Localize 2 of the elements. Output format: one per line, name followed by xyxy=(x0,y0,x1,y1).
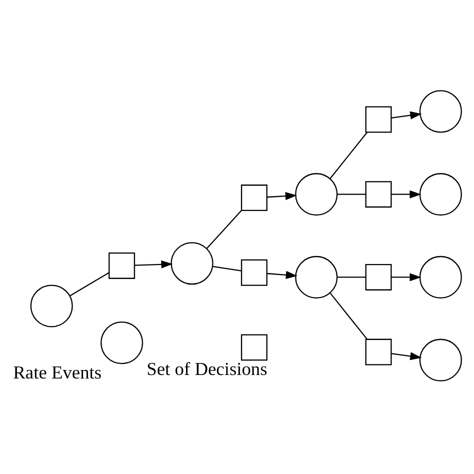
node-label: Set of Decisions xyxy=(146,358,267,378)
node-label: Rate Events xyxy=(12,362,102,382)
